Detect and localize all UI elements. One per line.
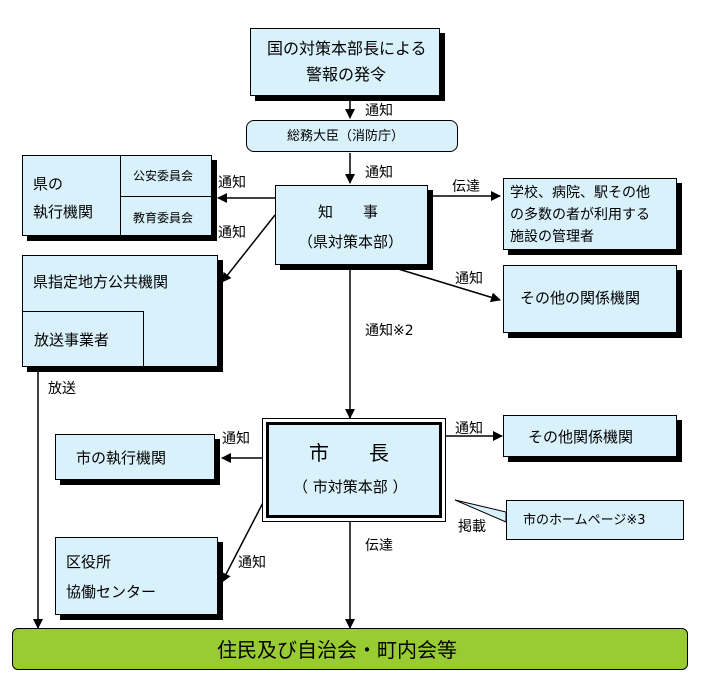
- residents-box: 住民及び自治会・町内会等: [12, 628, 688, 670]
- ward-office-line1: 区役所: [66, 553, 112, 571]
- governor-line1: 知 事: [318, 203, 379, 221]
- label-notify-2: 通知: [365, 165, 393, 181]
- minister-label: 総務大臣（消防庁）: [287, 129, 405, 144]
- pref-exec-title-line1: 県の: [33, 175, 64, 193]
- pref-exec-divider-v: [120, 156, 121, 235]
- label-notify-ward: 通知: [238, 555, 266, 571]
- city-exec-box: 市の執行機関: [55, 434, 215, 480]
- pref-exec-divider-h: [120, 196, 212, 197]
- national-alert-line1: 国の対策本部長による: [267, 39, 427, 58]
- other-city-label: その他関係機関: [528, 428, 634, 446]
- city-exec-label: 市の執行機関: [76, 449, 167, 467]
- facilities-box: 学校、病院、駅その他 の多数の者が利用する 施設の管理者: [503, 178, 677, 250]
- label-transmit-fac: 伝達: [452, 179, 480, 195]
- ward-office-line2: 協働センター: [66, 583, 157, 601]
- label-transmit-res: 伝達: [365, 538, 393, 554]
- facilities-line1: 学校、病院、駅その他: [510, 185, 650, 201]
- label-notify-other: 通知: [455, 271, 483, 287]
- broadcaster-label: 放送事業者: [34, 331, 110, 349]
- label-notify-pref1: 通知: [218, 175, 246, 191]
- mayor-line2: （ 市対策本部 ）: [293, 478, 408, 496]
- pref-exec-title-line2: 執行機関: [33, 203, 94, 221]
- pref-exec-box: 県の 執行機関 公安委員会 教育委員会: [22, 155, 212, 236]
- governor-box: 知 事 （県対策本部）: [275, 185, 428, 265]
- label-broadcast: 放送: [48, 381, 76, 397]
- pref-exec-sub1: 公安委員会: [133, 169, 194, 183]
- mayor-line1: 市 長: [309, 441, 389, 465]
- label-post: 掲載: [458, 519, 486, 535]
- label-notify-pref2: 通知: [218, 225, 246, 241]
- pref-exec-sub2: 教育委員会: [133, 211, 194, 225]
- arrow-governor-to-pref-public: [221, 214, 276, 283]
- pref-public-title: 県指定地方公共機関: [33, 273, 169, 291]
- governor-line2: （県対策本部）: [298, 233, 404, 251]
- mayor-outer-frame: 市 長 （ 市対策本部 ）: [262, 418, 446, 522]
- other-institutions-box: その他の関係機関: [503, 265, 677, 333]
- arrow-governor-to-other: [394, 267, 501, 303]
- other-city-box: その他関係機関: [503, 415, 677, 457]
- ward-office-box: 区役所 協働センター: [55, 537, 218, 615]
- label-notify-other-city: 通知: [455, 421, 483, 437]
- broadcaster-box: 放送事業者: [22, 311, 144, 367]
- facilities-line3: 施設の管理者: [510, 229, 594, 245]
- label-notify-1: 通知: [365, 103, 393, 119]
- national-alert-box: 国の対策本部長による 警報の発令: [250, 28, 440, 96]
- other-institutions-label: その他の関係機関: [520, 289, 641, 307]
- label-notify-city: 通知: [222, 431, 250, 447]
- residents-label: 住民及び自治会・町内会等: [217, 638, 457, 662]
- pref-public-box: 県指定地方公共機関 放送事業者: [22, 255, 218, 367]
- facilities-line2: の多数の者が利用する: [510, 207, 650, 223]
- homepage-box: 市のホームページ※3: [506, 500, 684, 540]
- homepage-label: 市のホームページ※3: [523, 513, 646, 528]
- minister-box: 総務大臣（消防庁）: [246, 120, 458, 152]
- national-alert-line2: 警報の発令: [306, 65, 387, 84]
- label-notify-mayor: 通知※2: [365, 323, 414, 339]
- arrow-mayor-to-ward: [221, 492, 269, 583]
- mayor-box: 市 長 （ 市対策本部 ）: [266, 422, 442, 518]
